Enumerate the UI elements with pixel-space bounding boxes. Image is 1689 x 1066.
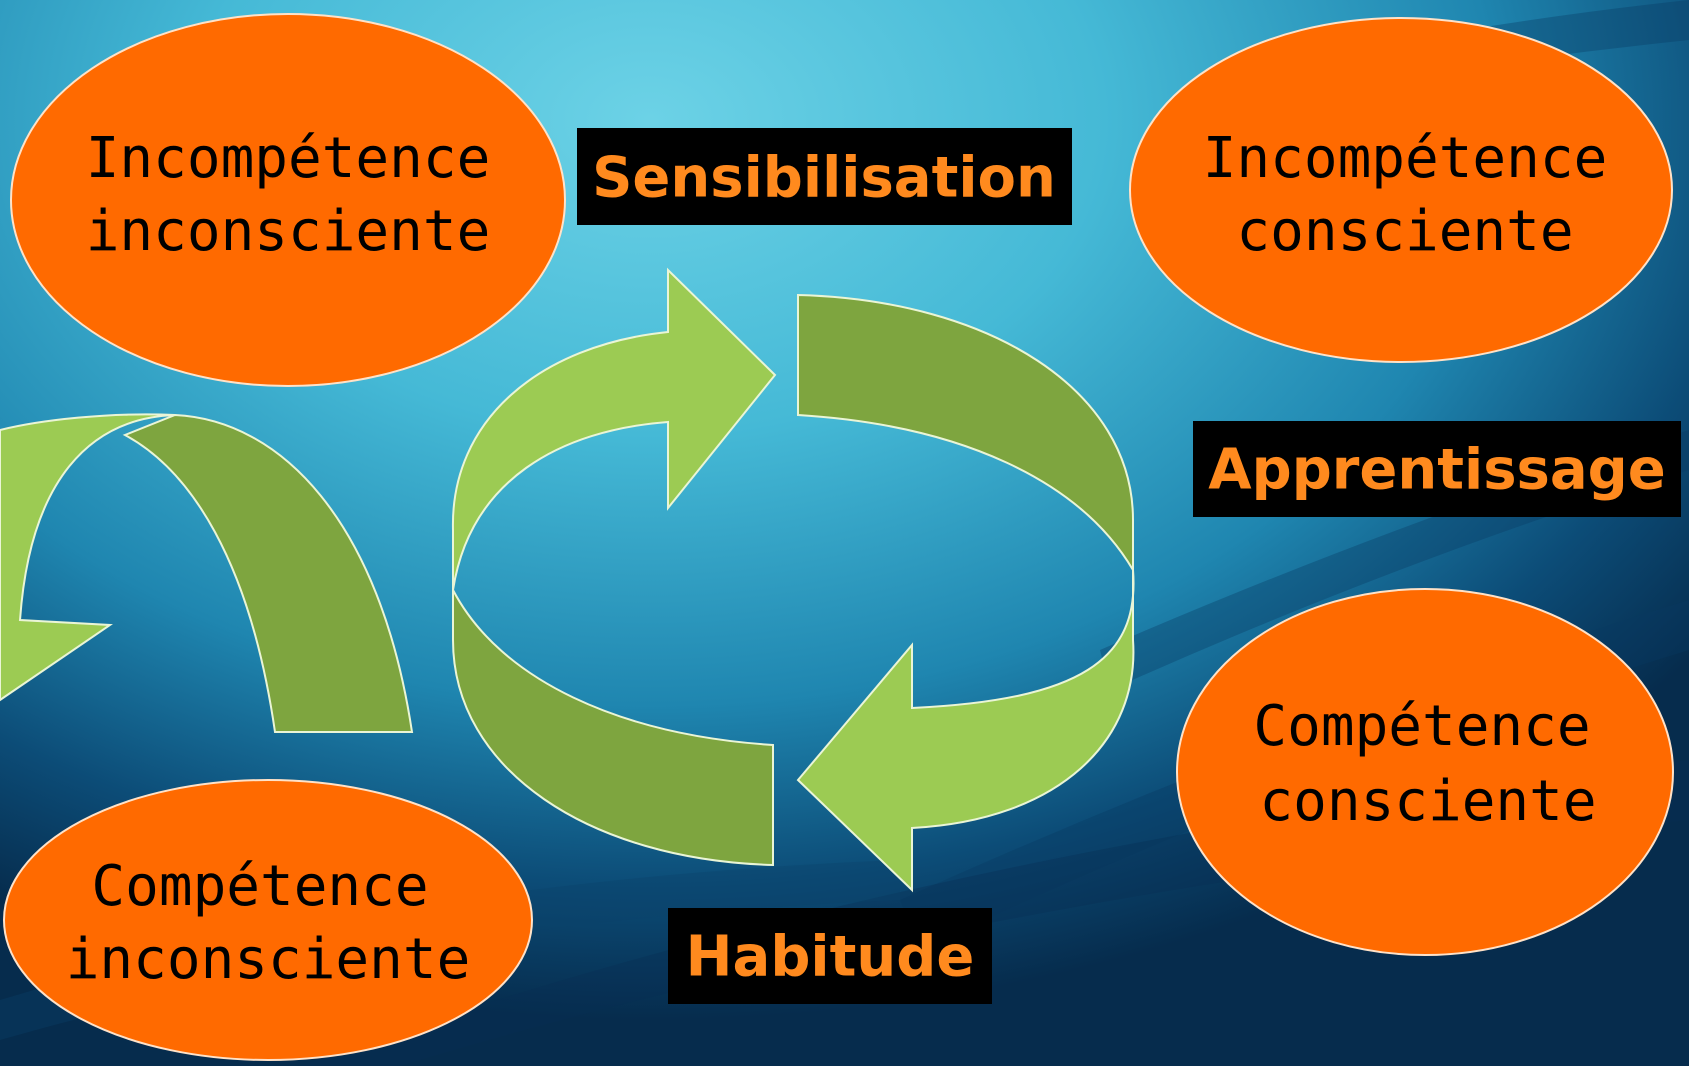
stage-line-2: consciente xyxy=(1259,769,1596,834)
stage-line-1: Incompétence xyxy=(1203,126,1608,191)
stage-competence-consciente: Compétence consciente xyxy=(1176,588,1674,956)
stage-incompetence-inconsciente: Incompétence inconsciente xyxy=(10,13,566,387)
cycle-arrow-band-left xyxy=(452,589,774,867)
stage-line-2: inconsciente xyxy=(86,199,491,264)
svg-text:Apprentissage: Apprentissage xyxy=(1208,438,1665,503)
cycle-arrow-up-left xyxy=(451,267,777,591)
stage-line-1: Compétence xyxy=(1253,694,1590,759)
stage-line-2: inconsciente xyxy=(66,927,471,992)
cycle-arrow-down-right xyxy=(796,569,1135,893)
stage-line-2: consciente xyxy=(1236,199,1573,264)
left-turn-arrow xyxy=(0,413,414,733)
svg-text:Habitude: Habitude xyxy=(686,925,975,990)
label-habitude: Habitude xyxy=(668,908,992,1004)
cycle-arrows xyxy=(451,267,1135,893)
svg-text:Sensibilisation: Sensibilisation xyxy=(592,146,1056,211)
stage-competence-inconsciente: Compétence inconsciente xyxy=(3,779,533,1061)
stage-line-1: Compétence xyxy=(91,854,428,919)
stage-incompetence-consciente: Incompétence consciente xyxy=(1129,17,1673,363)
left-arrow-light-head xyxy=(0,413,176,702)
label-apprentissage: Apprentissage xyxy=(1193,421,1681,517)
cycle-arrow-band-right xyxy=(797,293,1134,574)
left-arrow-dark-band xyxy=(122,413,414,733)
label-sensibilisation: Sensibilisation xyxy=(577,128,1072,225)
stage-line-1: Incompétence xyxy=(86,126,491,191)
